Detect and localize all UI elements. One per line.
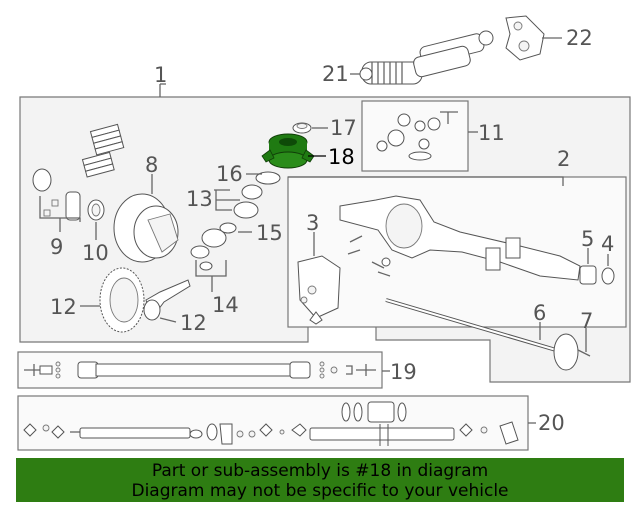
spider-gears-11 xyxy=(376,111,478,161)
callout-8: 8 xyxy=(145,153,158,177)
group-box-20 xyxy=(17,395,529,451)
axle-housing-2 xyxy=(288,176,581,281)
callout-4: 4 xyxy=(601,232,614,256)
banner-line-2: Diagram may not be specific to your vehi… xyxy=(131,481,509,501)
callout-13: 13 xyxy=(186,187,213,211)
info-banner: Part or sub-assembly is #18 in diagram D… xyxy=(16,458,624,502)
callout-10: 10 xyxy=(82,241,109,265)
banner-line-1: Part or sub-assembly is #18 in diagram xyxy=(151,461,489,481)
callout-11: 11 xyxy=(478,121,505,145)
axle-seal-4 xyxy=(601,254,615,285)
ring-gear-12 xyxy=(80,267,145,333)
bracket-22 xyxy=(505,15,562,61)
differential-case-8 xyxy=(113,174,179,263)
callout-21: 21 xyxy=(322,62,349,86)
callout-6: 6 xyxy=(533,301,546,325)
callout-12b: 12 xyxy=(180,311,207,335)
leader-lines xyxy=(159,83,166,97)
part-17 xyxy=(292,122,328,134)
callout-19: 19 xyxy=(390,360,417,384)
callout-3: 3 xyxy=(306,211,319,235)
callout-20: 20 xyxy=(538,411,565,435)
callout-15: 15 xyxy=(256,221,283,245)
callout-1: 1 xyxy=(154,63,167,87)
part-10 xyxy=(87,199,105,240)
callout-16: 16 xyxy=(216,162,243,186)
bearings-13-16 xyxy=(190,171,281,292)
callout-2: 2 xyxy=(557,147,570,171)
callout-7: 7 xyxy=(580,309,593,333)
wheel-bearing-5 xyxy=(579,248,597,285)
drive-shaft-20 xyxy=(23,401,536,446)
drive-shaft-19 xyxy=(24,361,390,379)
callout-17: 17 xyxy=(330,116,357,140)
bolts-group-2 xyxy=(347,235,391,277)
callout-18: 18 xyxy=(328,145,355,169)
callout-14: 14 xyxy=(212,293,239,317)
callout-22: 22 xyxy=(566,26,593,50)
shock-absorber-21 xyxy=(350,30,494,85)
callout-9: 9 xyxy=(50,235,63,259)
callout-12a: 12 xyxy=(50,295,77,319)
pinion-gear-12 xyxy=(143,279,191,323)
wheel-stud-7 xyxy=(577,328,591,357)
callout-5: 5 xyxy=(581,227,594,251)
clutch-packs-9 xyxy=(32,123,125,232)
highlighted-part-18 xyxy=(261,133,315,169)
diff-cover-3 xyxy=(297,232,341,325)
axle-shaft-6 xyxy=(385,298,579,371)
